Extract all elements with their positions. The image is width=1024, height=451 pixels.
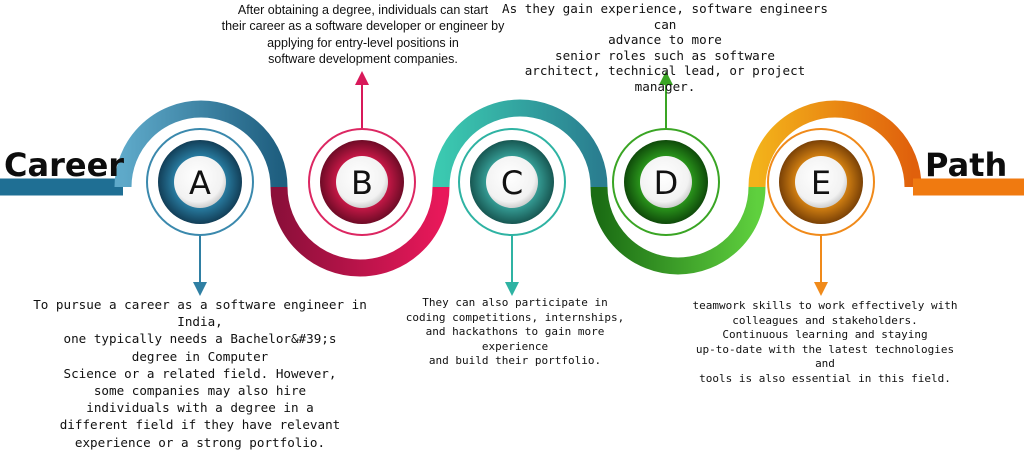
title-left-word: Career <box>4 146 125 184</box>
node-letter-d: D <box>654 164 679 202</box>
step-b-text: After obtaining a degree, individuals ca… <box>221 3 505 66</box>
node-letter-a: A <box>189 164 211 202</box>
node-c: C <box>458 128 566 236</box>
ribbon-segment-d <box>590 186 766 275</box>
node-letter-b: B <box>351 164 373 202</box>
step-e-text: teamwork skills to work effectively with… <box>692 299 958 385</box>
ribbon-segment-c <box>432 99 608 188</box>
step-c-text: They can also participate in coding comp… <box>405 296 625 368</box>
node-b: B <box>308 128 416 236</box>
step-d-text: As they gain experience, software engine… <box>501 1 829 94</box>
node-letter-c: C <box>501 164 523 202</box>
path-graphic: A B C D E <box>0 71 1024 296</box>
ribbon-segment-a <box>114 100 288 188</box>
ribbon-segment-b <box>270 186 450 277</box>
step-a-text: To pursue a career as a software enginee… <box>33 297 367 450</box>
node-a: A <box>146 128 254 236</box>
node-e: E <box>767 128 875 236</box>
ribbon-segment-e <box>748 100 922 188</box>
node-d: D <box>612 128 720 236</box>
node-letter-e: E <box>811 164 831 202</box>
title-right-word: Path <box>925 146 1008 184</box>
